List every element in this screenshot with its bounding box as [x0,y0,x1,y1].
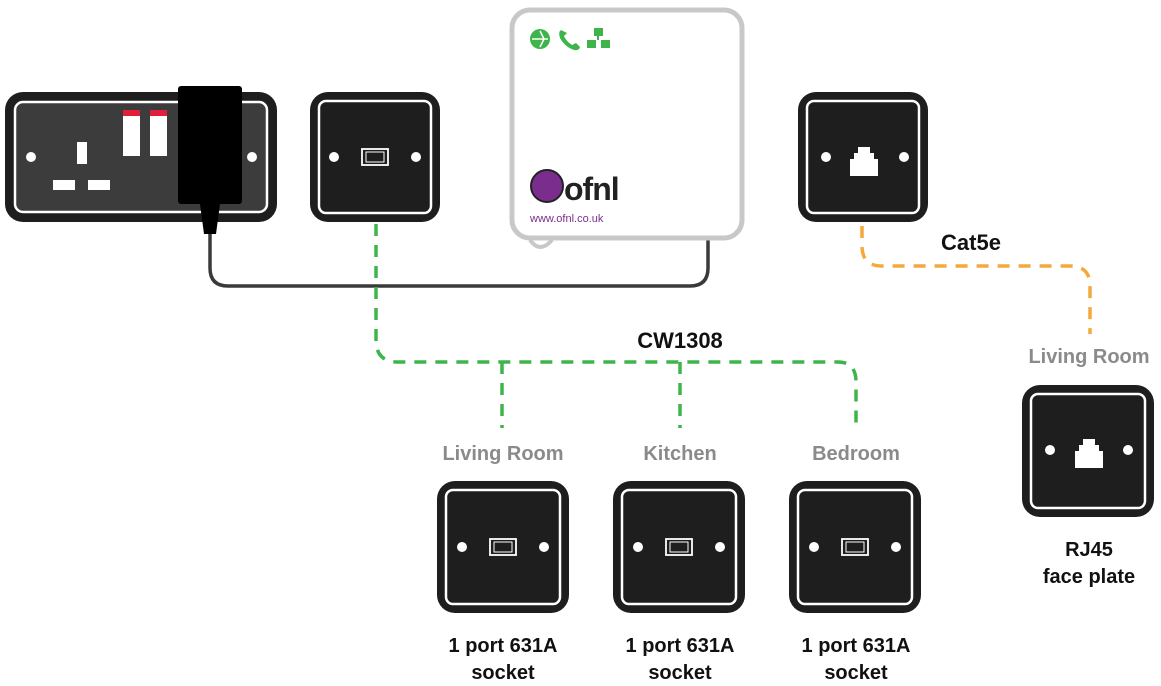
phone-icon [559,30,580,51]
brand-logo-circle [530,169,564,203]
power-plug [178,86,242,234]
caption-bedroom-line2: socket [824,662,888,684]
room-label-bedroom: Bedroom [812,443,900,465]
power-switch[interactable] [150,110,167,156]
coax-cable [374,224,858,428]
coax-socket-kitchen [613,481,745,613]
power-cable [208,232,710,288]
globe-icon [530,29,550,49]
coax-cable-label: CW1308 [637,328,723,353]
caption-living-room-line1: 1 port 631A [449,635,558,657]
caption-kitchen-line1: 1 port 631A [626,635,735,657]
rj45-face-plate [1022,385,1154,517]
room-label-living-room-rj45: Living Room [1028,346,1149,368]
caption-bedroom-line1: 1 port 631A [802,635,911,657]
caption-rj45-line1: RJ45 [1065,539,1113,561]
caption-rj45-line2: face plate [1043,566,1135,588]
rj45-wall-socket [798,92,928,222]
room-label-kitchen: Kitchen [643,443,716,465]
router: ofnl www.ofnl.co.uk [509,7,745,249]
coax-socket-bedroom [789,481,921,613]
room-label-living-room: Living Room [442,443,563,465]
ethernet-cable [860,226,1092,334]
power-switch[interactable] [123,110,140,156]
coax-socket-living-room [437,481,569,613]
caption-living-room-line2: socket [471,662,535,684]
brand-logo: ofnl [564,171,619,207]
ethernet-cable-label: Cat5e [941,230,1001,255]
brand-url: www.ofnl.co.uk [529,213,604,225]
caption-kitchen-line2: socket [648,662,712,684]
network-icon [587,28,610,48]
coax-wall-socket [310,92,440,222]
